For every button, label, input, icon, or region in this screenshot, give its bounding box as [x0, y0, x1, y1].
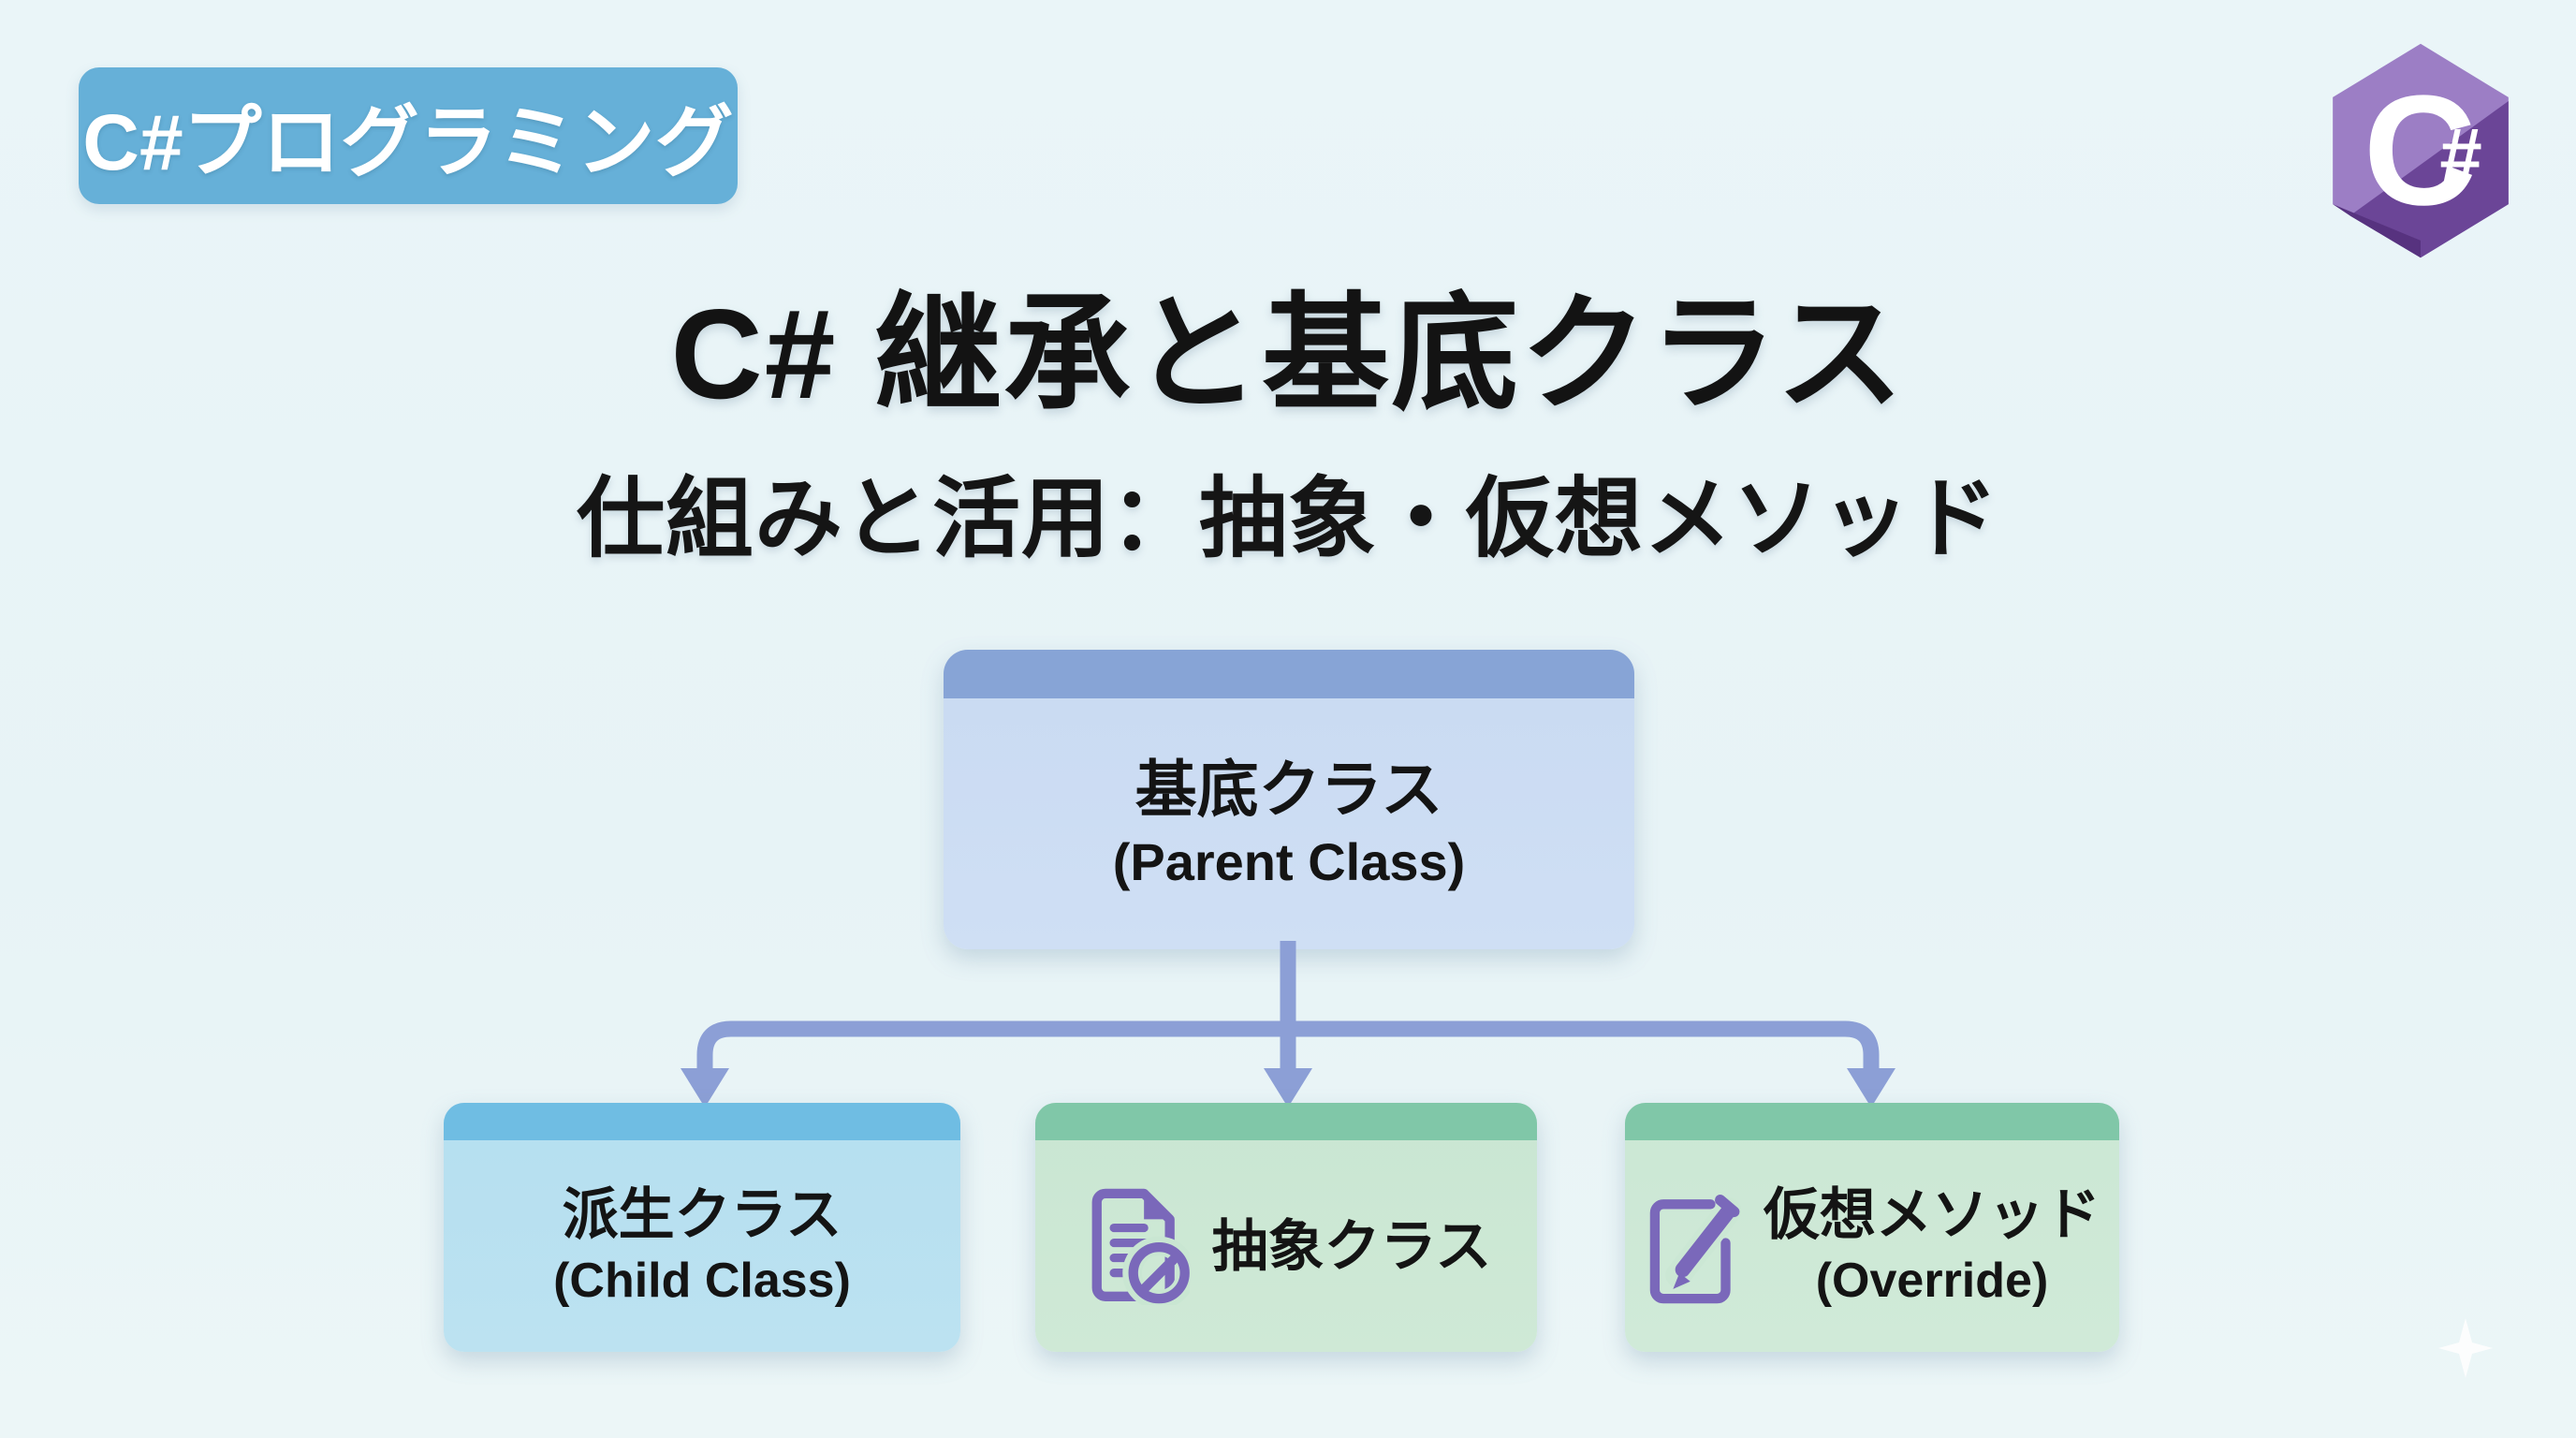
derived-card-subtitle: (Child Class): [553, 1253, 851, 1308]
svg-text:C: C: [2364, 64, 2477, 238]
csharp-logo-icon: C #: [2325, 39, 2516, 258]
abstract-class-card: 抽象クラス: [1035, 1103, 1537, 1352]
arrowhead-right: [1847, 1068, 1895, 1108]
csharp-hexagon: C #: [2333, 43, 2509, 258]
sparkle-icon: [2438, 1318, 2493, 1378]
branch-line: [696, 1020, 1880, 1077]
abstract-card-title: 抽象クラス: [1211, 1214, 1492, 1278]
derived-class-card: 派生クラス (Child Class): [444, 1103, 960, 1352]
virtual-card-title: 仮想メソッド: [1764, 1182, 2100, 1246]
document-blocked-icon: [1091, 1188, 1190, 1305]
parent-card-header-strip: [944, 650, 1634, 698]
page-subtitle: 仕組みと活用：抽象・仮想メソッド: [576, 469, 1999, 567]
parent-card-subtitle: (Parent Class): [1112, 831, 1466, 891]
abstract-card-header-strip: [1035, 1103, 1537, 1140]
svg-text:#: #: [2439, 113, 2481, 198]
category-badge: C#プログラミング: [79, 67, 738, 204]
arrowhead-left: [681, 1068, 729, 1108]
derived-card-title: 派生クラス: [562, 1182, 842, 1246]
virtual-card-subtitle: (Override): [1815, 1253, 2049, 1308]
parent-card-title: 基底クラス: [1134, 755, 1443, 825]
derived-card-header-strip: [444, 1103, 960, 1140]
virtual-method-card: 仮想メソッド (Override): [1625, 1103, 2119, 1352]
arrowhead-center: [1264, 1068, 1312, 1108]
page-title: C# 継承と基底クラス: [670, 283, 1906, 425]
inheritance-arrows: [681, 941, 1895, 1108]
edit-pencil-icon: [1649, 1195, 1741, 1304]
parent-class-card: 基底クラス (Parent Class): [944, 650, 1634, 949]
virtual-card-header-strip: [1625, 1103, 2119, 1140]
category-badge-label: C#プログラミング: [82, 97, 734, 186]
